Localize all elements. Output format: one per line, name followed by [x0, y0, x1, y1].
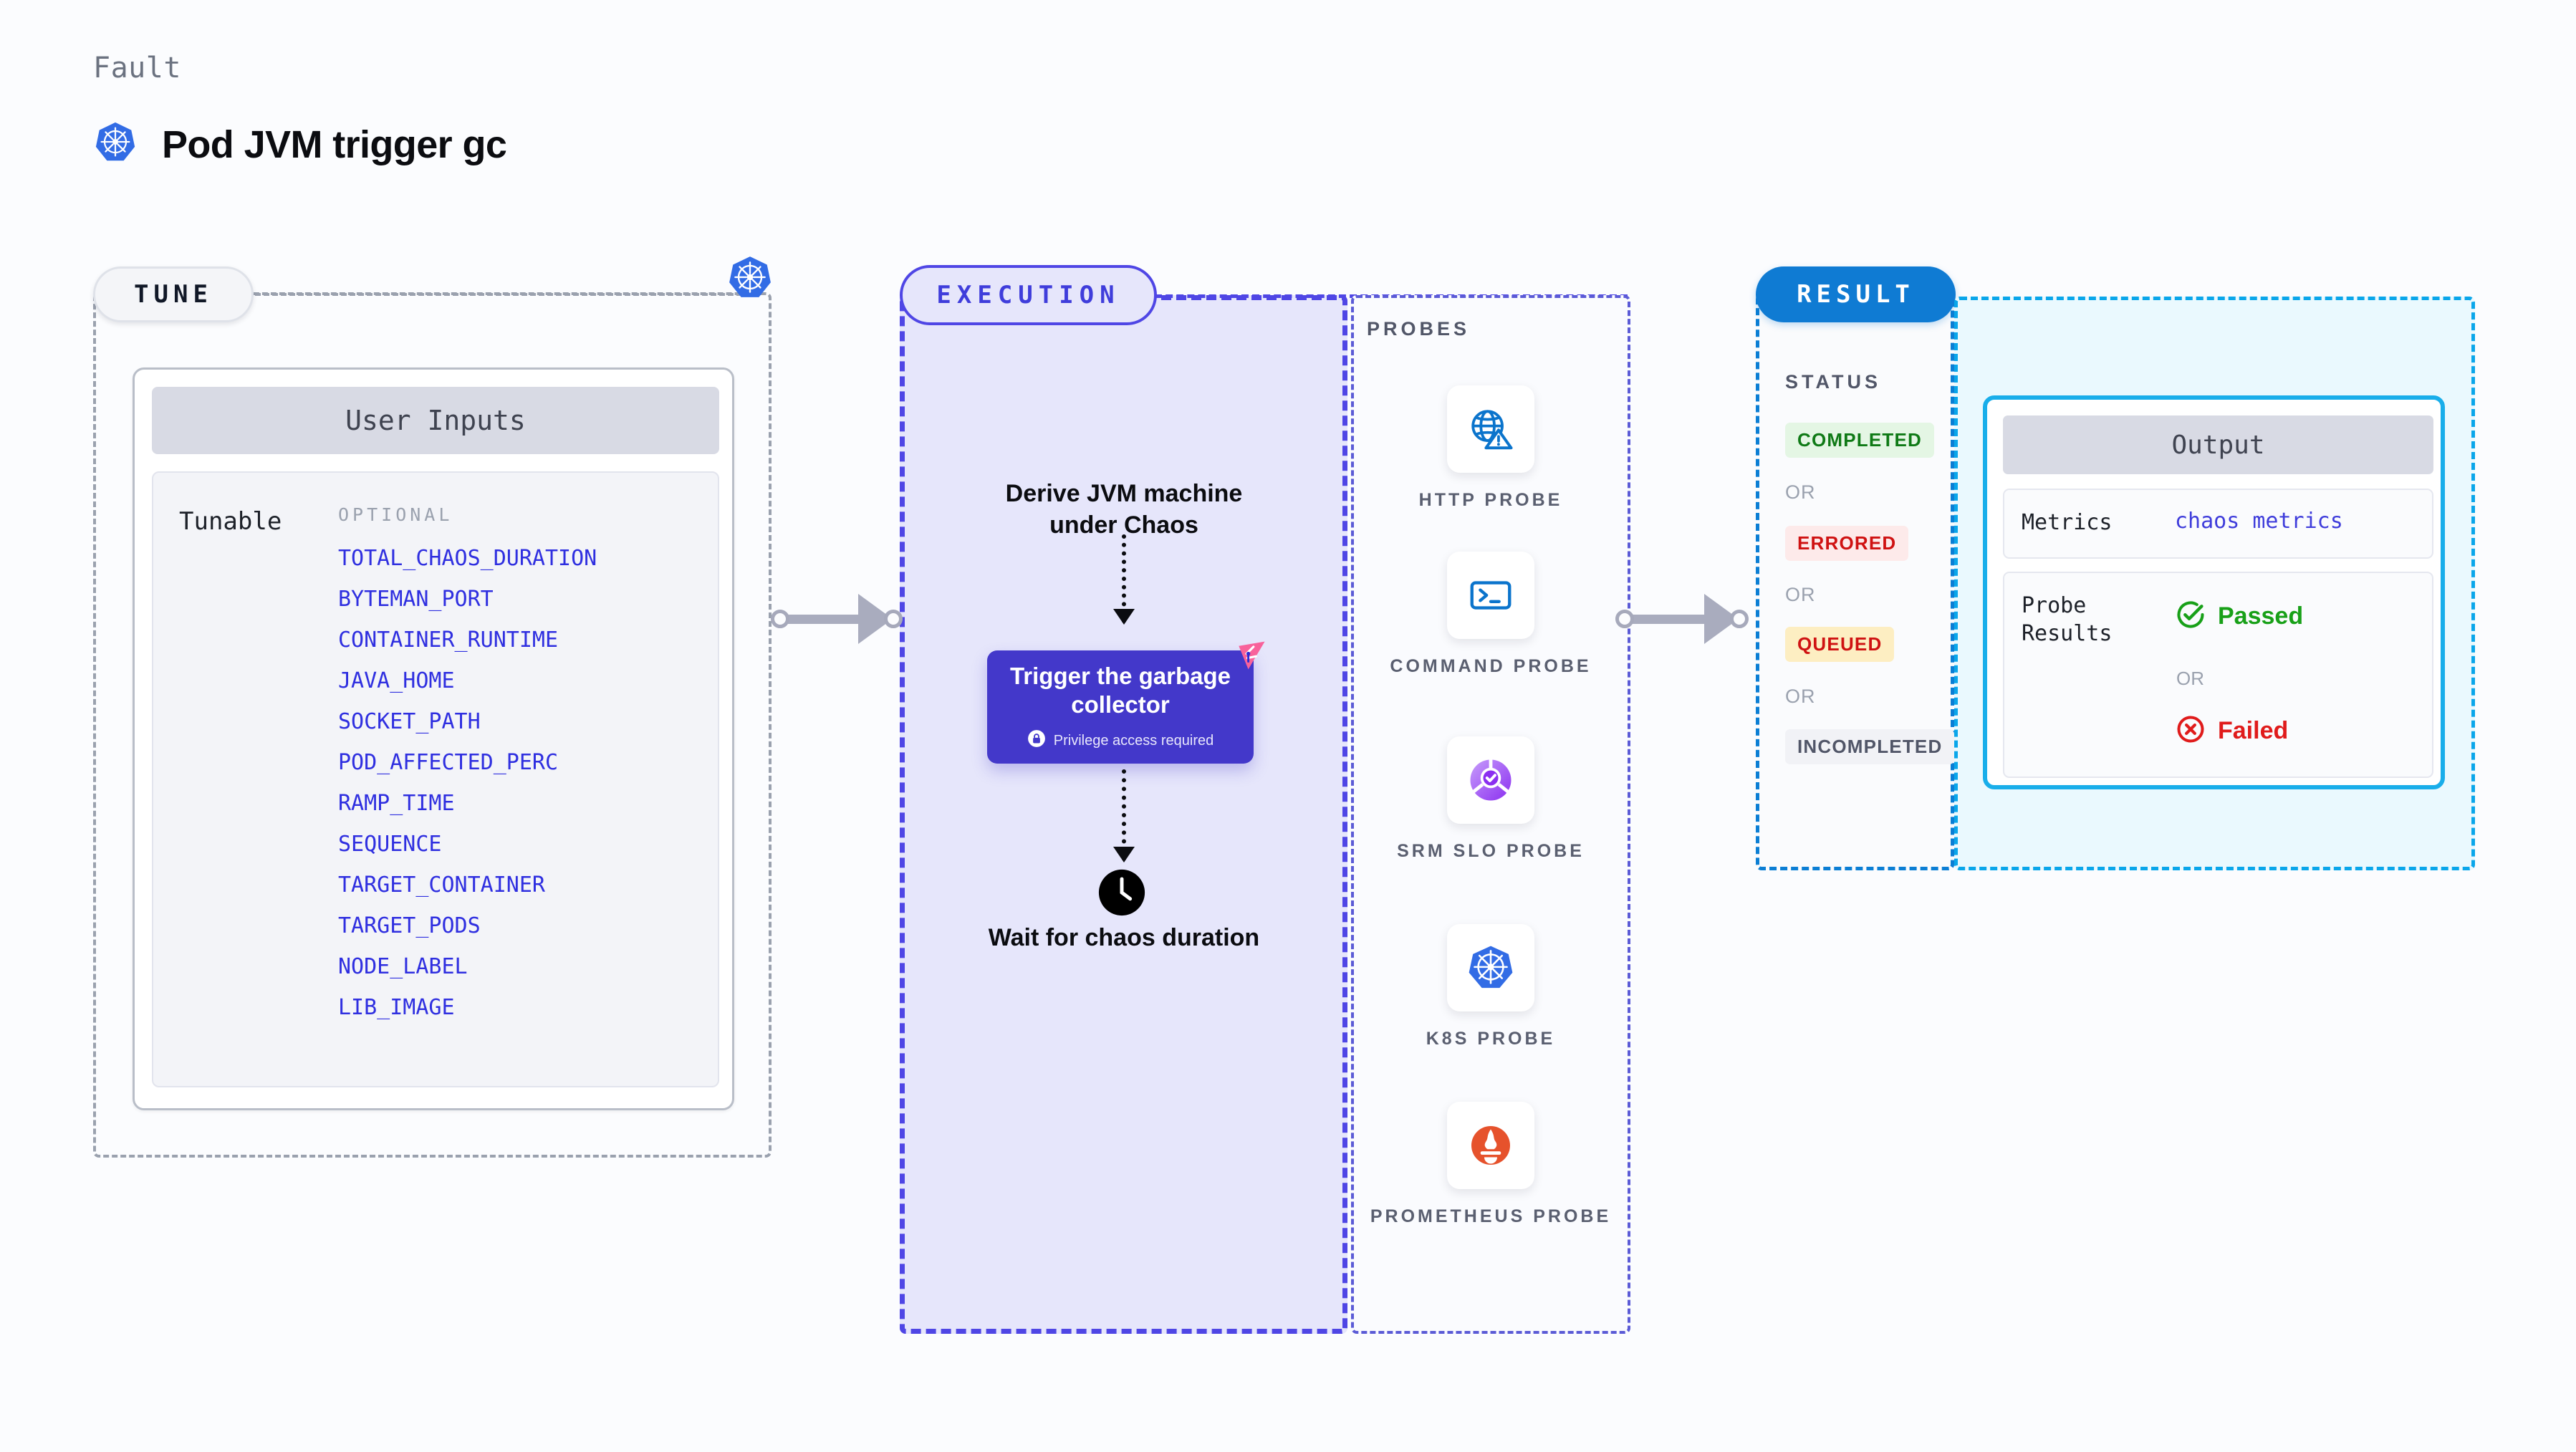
param-item[interactable]: TOTAL_CHAOS_DURATION — [338, 546, 597, 571]
prometheus-icon — [1447, 1102, 1534, 1189]
param-item[interactable]: CONTAINER_RUNTIME — [338, 628, 559, 653]
optional-params-column: OPTIONAL TOTAL_CHAOS_DURATION BYTEMAN_PO… — [338, 504, 711, 1037]
probe-item[interactable]: SRM SLO PROBE — [1351, 736, 1630, 863]
tune-pill-label: TUNE — [93, 266, 254, 322]
connector-dot — [771, 610, 789, 628]
status-section-label: STATUS — [1785, 371, 1881, 393]
probe-label: HTTP PROBE — [1418, 490, 1563, 510]
output-metrics-row: Metrics chaos metrics — [2003, 489, 2433, 559]
clock-icon — [1097, 867, 1147, 921]
probe-item[interactable]: HTTP PROBE — [1351, 385, 1630, 512]
globe-warning-icon — [1447, 385, 1534, 473]
flow-arrow-derive-to-gc — [1113, 534, 1135, 625]
result-panel — [1756, 294, 1954, 870]
probe-item[interactable]: PROMETHEUS PROBE — [1351, 1102, 1630, 1229]
trigger-gc-title: Trigger the garbage collector — [1009, 662, 1231, 718]
terminal-icon — [1447, 552, 1534, 639]
connector-execution-to-result — [1615, 594, 1749, 644]
status-or-label: OR — [1785, 584, 1816, 605]
probe-label: SRM SLO PROBE — [1397, 841, 1585, 861]
param-item[interactable]: TARGET_PODS — [338, 913, 481, 938]
param-item[interactable]: RAMP_TIME — [338, 791, 455, 816]
result-pill-label: RESULT — [1756, 266, 1956, 322]
metrics-key: Metrics — [2022, 510, 2113, 535]
param-item[interactable]: TARGET_CONTAINER — [338, 872, 545, 898]
status-badge-errored: ERRORED — [1785, 526, 1909, 561]
probe-result-or-label: OR — [2176, 668, 2204, 689]
execution-panel — [900, 295, 1347, 1334]
kubernetes-icon — [93, 120, 138, 168]
connector-dot — [884, 610, 903, 628]
derive-jvm-node-label: Derive JVM machine under Chaos — [1005, 480, 1243, 539]
page-kicker: Fault — [93, 52, 181, 85]
status-badge-incompleted: INCOMPLETED — [1785, 729, 1955, 764]
status-or-label: OR — [1785, 686, 1816, 707]
page-title-row: Pod JVM trigger gc — [93, 120, 507, 168]
trigger-gc-node[interactable]: Trigger the garbage collector Privilege … — [987, 641, 1265, 764]
privilege-note-text: Privilege access required — [1053, 732, 1214, 749]
status-or-label: OR — [1785, 481, 1816, 503]
param-item[interactable]: JAVA_HOME — [338, 668, 455, 693]
connector-bar — [787, 614, 862, 624]
status-badge-queued: QUEUED — [1785, 627, 1895, 662]
optional-group-label: OPTIONAL — [338, 504, 453, 525]
param-item[interactable]: SOCKET_PATH — [338, 709, 481, 734]
wait-chaos-node-label: Wait for chaos duration — [988, 924, 1260, 951]
passed-label: Passed — [2218, 602, 2304, 630]
output-title: Output — [2003, 415, 2433, 474]
param-item[interactable]: SEQUENCE — [338, 832, 442, 857]
status-badge-completed: COMPLETED — [1785, 423, 1935, 458]
probe-label: PROMETHEUS PROBE — [1370, 1206, 1612, 1226]
tunable-label: Tunable — [179, 507, 282, 536]
probes-section-label: PROBES — [1367, 318, 1471, 340]
probe-result-failed: Failed — [2175, 713, 2288, 749]
kubernetes-icon — [1447, 924, 1534, 1011]
execution-pill-label: EXECUTION — [900, 265, 1157, 325]
kubernetes-icon — [726, 254, 774, 305]
probe-item[interactable]: K8S PROBE — [1351, 924, 1630, 1051]
user-inputs-body: Tunable OPTIONAL TOTAL_CHAOS_DURATION BY… — [152, 471, 719, 1087]
connector-dot — [1615, 610, 1634, 628]
tune-dashed-connector — [255, 293, 742, 296]
metrics-value[interactable]: chaos metrics — [2175, 509, 2343, 534]
failed-label: Failed — [2218, 717, 2289, 744]
user-inputs-card: User Inputs Tunable OPTIONAL TOTAL_CHAOS… — [133, 367, 734, 1110]
lock-icon — [1027, 729, 1046, 752]
connector-bar — [1632, 614, 1708, 624]
user-inputs-title: User Inputs — [152, 387, 719, 454]
slo-donut-check-icon — [1447, 736, 1534, 824]
litmus-chaos-icon — [1229, 635, 1271, 680]
param-item[interactable]: BYTEMAN_PORT — [338, 587, 494, 612]
probe-result-passed: Passed — [2175, 599, 2303, 634]
param-item[interactable]: LIB_IMAGE — [338, 995, 455, 1020]
probe-label: COMMAND PROBE — [1390, 656, 1592, 676]
connector-dot — [1730, 610, 1749, 628]
x-circle-icon — [2175, 713, 2206, 749]
param-item[interactable]: NODE_LABEL — [338, 954, 468, 979]
param-item[interactable]: POD_AFFECTED_PERC — [338, 750, 559, 775]
privilege-note: Privilege access required — [1027, 729, 1213, 752]
probe-item[interactable]: COMMAND PROBE — [1351, 552, 1630, 678]
connector-tune-to-execution — [771, 594, 903, 644]
check-circle-icon — [2175, 599, 2206, 634]
probe-label: K8S PROBE — [1426, 1029, 1556, 1049]
page-title: Pod JVM trigger gc — [162, 122, 507, 166]
flow-arrow-gc-to-wait — [1113, 769, 1135, 862]
